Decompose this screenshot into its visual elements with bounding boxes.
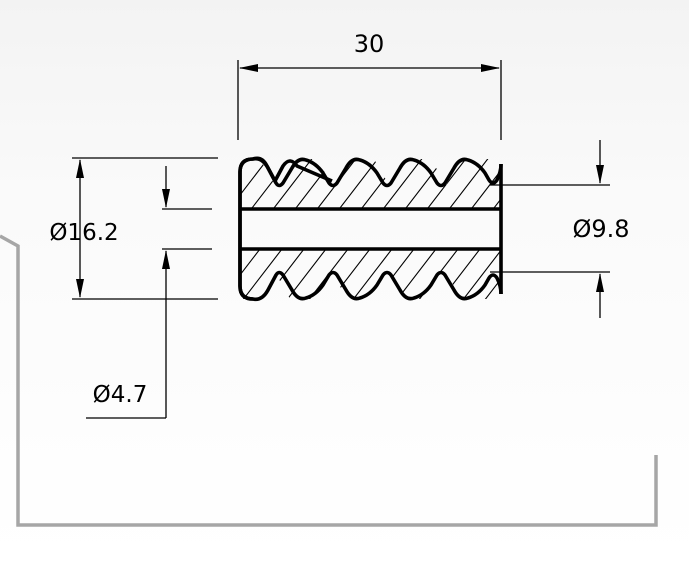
part-bottom-teeth <box>238 270 503 302</box>
outer-diameter-label: Ø16.2 <box>49 220 118 246</box>
length-dimension: 30 <box>237 30 502 140</box>
frame-border-left <box>0 234 658 527</box>
part-top-teeth <box>238 156 503 188</box>
outer-diameter-dimension: Ø16.2 <box>49 157 218 300</box>
section-hatching-top <box>240 159 501 209</box>
arrow-right <box>481 64 500 72</box>
bore-diameter-dimension: Ø4.7 <box>86 166 212 419</box>
length-label: 30 <box>354 30 385 58</box>
bore-diameter-label: Ø4.7 <box>93 382 148 408</box>
arrow-left <box>239 64 258 72</box>
root-diameter-label: Ø9.8 <box>572 215 629 243</box>
root-diameter-dimension: Ø9.8 <box>490 140 630 318</box>
